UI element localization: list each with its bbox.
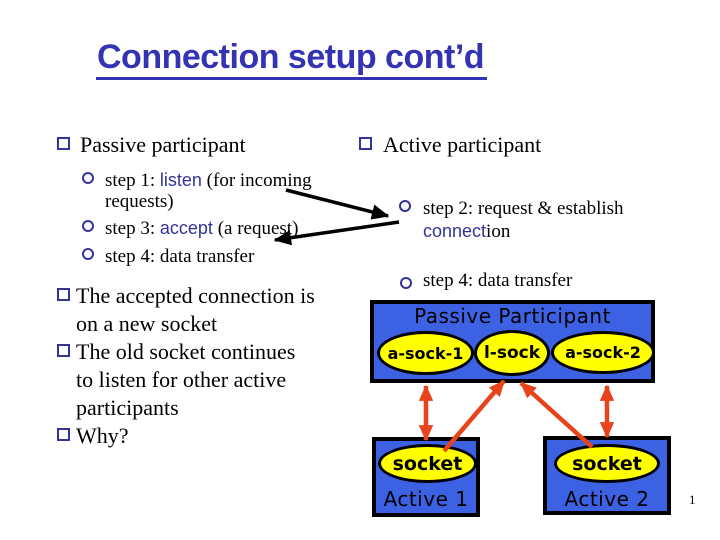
- active-participant-header: Active participant: [383, 132, 542, 157]
- step1-keyword-listen: listen: [159, 170, 202, 190]
- step3-keyword-accept: accept: [159, 218, 213, 238]
- circle-bullet-icon: [82, 248, 94, 260]
- step3-text: step 3: accept (a request): [105, 218, 298, 239]
- square-bullet-icon: [57, 288, 70, 301]
- a-sock-2-ellipse: a-sock-2: [551, 331, 655, 374]
- step4-right-text: step 4: data transfer: [423, 270, 573, 291]
- step2-keyword-connect: connect: [423, 221, 487, 241]
- l-sock-ellipse: l-sock: [474, 330, 550, 376]
- square-bullet-icon: [359, 137, 372, 150]
- bullet-accepted-connection-line1: The accepted connection is: [76, 283, 315, 308]
- step1-text-line2: requests): [105, 191, 174, 212]
- black-arrow-step1-to-step2: [285, 188, 390, 220]
- step2-suffix: ion: [486, 221, 511, 242]
- active-1-socket-ellipse: socket: [378, 444, 477, 483]
- slide-title: Connection setup cont’d: [96, 40, 488, 80]
- circle-bullet-icon: [82, 172, 94, 184]
- square-bullet-icon: [57, 344, 70, 357]
- circle-bullet-icon: [400, 277, 412, 289]
- circle-bullet-icon: [82, 220, 94, 232]
- passive-box-title: Passive Participant: [414, 304, 611, 328]
- circle-bullet-icon: [399, 200, 411, 212]
- step1-text: step 1: listen (for incoming: [105, 170, 312, 191]
- bullet-old-socket-line2: to listen for other active: [76, 367, 287, 392]
- active-1-label: Active 1: [383, 487, 469, 511]
- a-sock-1-ellipse: a-sock-1: [377, 331, 474, 375]
- bullet-why: Why?: [76, 423, 129, 448]
- bullet-accepted-connection-line2: on a new socket: [76, 311, 218, 336]
- bullet-old-socket-line3: participants: [76, 395, 179, 420]
- step2-text-line2: connection: [423, 221, 510, 242]
- step4-left-text: step 4: data transfer: [105, 246, 255, 267]
- page-number: 1: [689, 492, 696, 507]
- square-bullet-icon: [57, 137, 70, 150]
- passive-participant-header: Passive participant: [80, 132, 246, 157]
- step2-text-line1: step 2: request & establish: [423, 198, 624, 219]
- step3-prefix: step 3:: [105, 218, 160, 239]
- step1-prefix: step 1:: [105, 170, 160, 191]
- square-bullet-icon: [57, 428, 70, 441]
- active-2-label: Active 2: [564, 487, 650, 511]
- step1-suffix: (for incoming: [201, 170, 312, 191]
- active-2-socket-ellipse: socket: [554, 444, 660, 483]
- bullet-old-socket-line1: The old socket continues: [76, 339, 296, 364]
- step3-suffix: (a request): [212, 218, 299, 239]
